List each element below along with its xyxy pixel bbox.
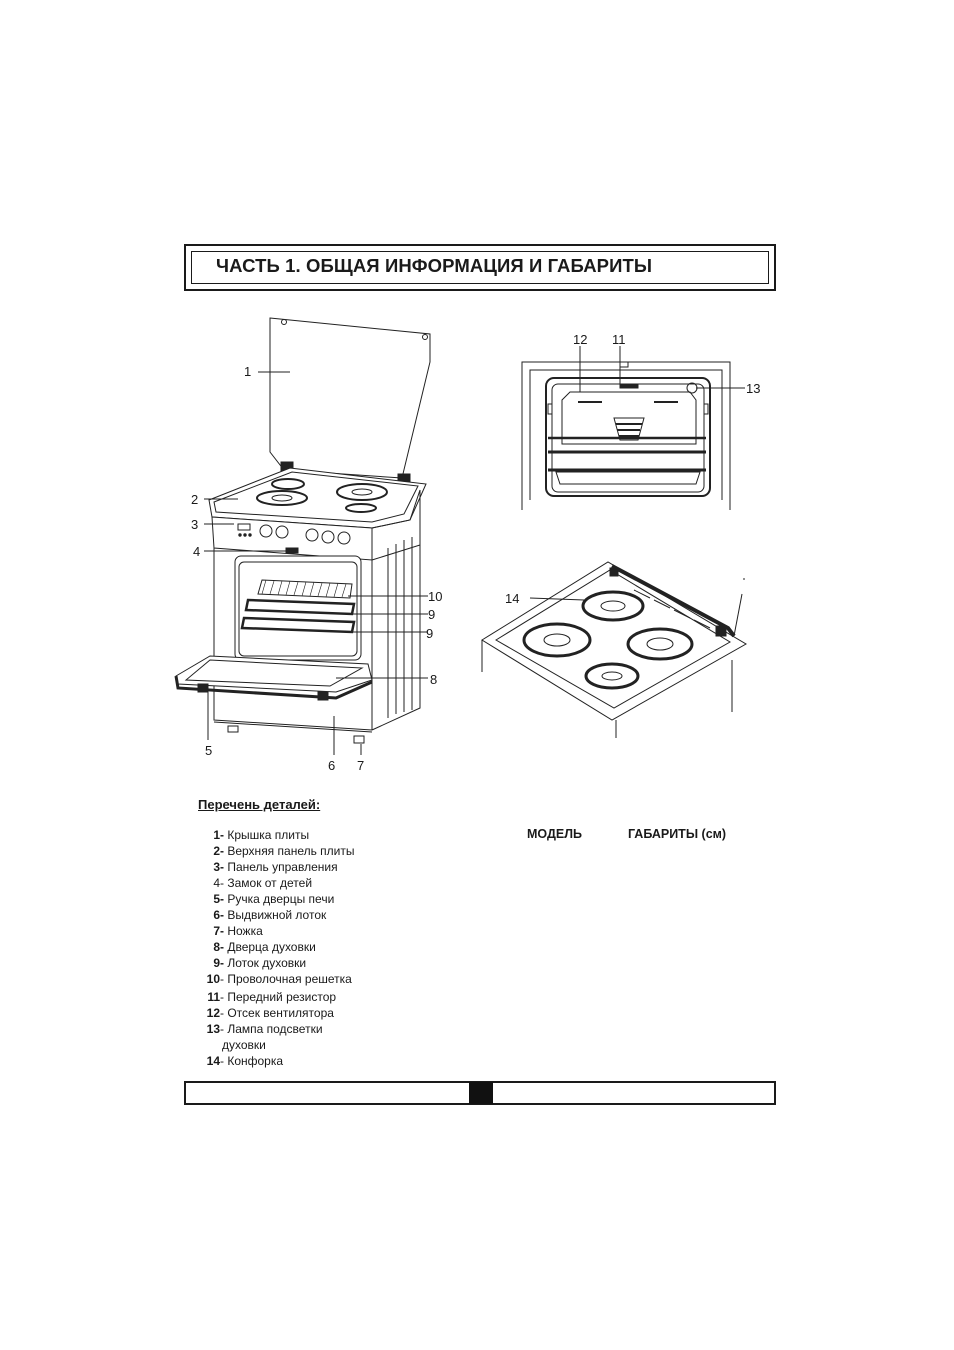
callout-10: 10 <box>428 589 442 604</box>
callout-9a: 9 <box>428 607 435 622</box>
callout-12: 12 <box>573 332 587 347</box>
stove-front-illustration: 1 2 3 4 10 9 9 8 5 6 7 <box>174 317 442 773</box>
callout-11: 11 <box>612 332 626 347</box>
hob-top-illustration: 14 <box>481 561 747 738</box>
list-item: 7- Ножка <box>213 924 263 938</box>
callout-9b: 9 <box>426 626 433 641</box>
list-item: 3- Панель управления <box>213 860 338 874</box>
list-item: 6- Выдвижной лоток <box>213 908 327 922</box>
list-item: 2- Верхняя панель плиты <box>213 844 355 858</box>
model-column-header: МОДЕЛЬ <box>527 827 582 841</box>
list-item: 14- Конфорка <box>206 1054 284 1068</box>
list-item: 10- Проволочная решетка <box>206 972 352 986</box>
callout-7: 7 <box>357 758 364 773</box>
callout-14: 14 <box>505 591 519 606</box>
oven-interior-illustration: 12 11 13 <box>521 332 760 510</box>
callout-2: 2 <box>191 492 198 507</box>
parts-list: 1- Крышка плиты 2- Верхняя панель плиты … <box>198 827 355 1069</box>
list-item: 11- Передний резистор <box>207 990 337 1004</box>
page-number-block <box>469 1082 493 1104</box>
callout-13: 13 <box>746 381 760 396</box>
callout-5: 5 <box>205 743 212 758</box>
list-item: 9- Лоток духовки <box>213 956 307 970</box>
section-title-inner-frame <box>191 251 769 284</box>
section-title-box: ЧАСТЬ 1. ОБЩАЯ ИНФОРМАЦИЯ И ГАБАРИТЫ <box>184 244 776 291</box>
dimensions-column-header: ГАБАРИТЫ (см) <box>628 827 727 841</box>
list-item: 1- Крышка плиты <box>213 828 310 842</box>
list-item: 4- Замок от детей <box>213 876 313 890</box>
list-item: 12- Отсек вентилятора <box>206 1006 334 1020</box>
callout-8: 8 <box>430 672 437 687</box>
callout-3: 3 <box>191 517 198 532</box>
callout-4: 4 <box>193 544 200 559</box>
list-item: 8- Дверца духовки <box>213 940 316 954</box>
callout-1: 1 <box>244 364 251 379</box>
parts-list-heading: Перечень деталей: <box>198 797 321 812</box>
list-item: 5- Ручка дверцы печи <box>213 892 335 906</box>
callout-6: 6 <box>328 758 335 773</box>
footer-bar <box>184 1081 776 1105</box>
section-title: ЧАСТЬ 1. ОБЩАЯ ИНФОРМАЦИЯ И ГАБАРИТЫ <box>216 255 653 276</box>
